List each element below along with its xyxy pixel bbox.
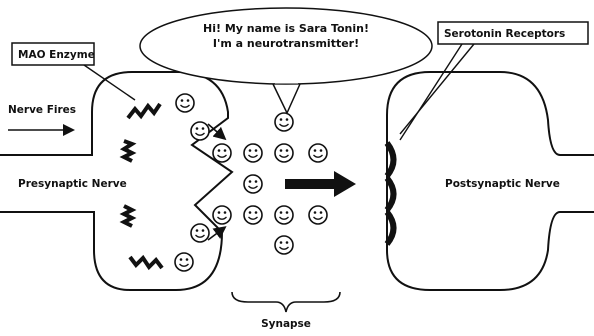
release-arrow-bottom <box>207 226 227 241</box>
neurotransmitter <box>274 235 294 255</box>
neurotransmitter <box>190 223 210 243</box>
neurotransmitter <box>190 121 210 141</box>
neurotransmitter <box>174 252 194 272</box>
mao-enzyme-group <box>119 102 164 271</box>
speech-bubble <box>139 7 433 115</box>
mao-enzyme-callout <box>11 42 136 101</box>
neurotransmitter <box>212 143 232 163</box>
nerve-fires-label: Nerve Fires <box>8 104 76 116</box>
neurotransmitter <box>274 112 294 132</box>
serotonin-receptors-label: Serotonin Receptors <box>444 28 565 40</box>
mao-enzyme-label: MAO Enzyme <box>18 49 95 61</box>
neurotransmitter <box>212 205 232 225</box>
neurotransmitter <box>308 143 328 163</box>
neurotransmitter <box>243 174 263 194</box>
serotonin-receptors-callout <box>399 21 589 141</box>
mao-enzyme-2 <box>119 139 137 163</box>
mao-enzyme-1 <box>126 102 162 120</box>
speech-line-1: Hi! My name is Sara Tonin! <box>203 22 369 35</box>
speech-line-2: I'm a neurotransmitter! <box>213 37 359 50</box>
mao-enzyme-4 <box>128 254 164 271</box>
neurotransmitter <box>175 93 195 113</box>
presynaptic-nerve-membrane <box>0 71 234 291</box>
postsynaptic-nerve-label: Postsynaptic Nerve <box>445 178 560 190</box>
neurotransmitter <box>274 143 294 163</box>
transmission-arrow <box>285 171 356 197</box>
postsynaptic-nerve-membrane <box>386 71 594 291</box>
synapse-label: Synapse <box>261 318 311 330</box>
receptor-3 <box>384 210 397 246</box>
serotonin-receptor-group <box>384 141 397 246</box>
neurotransmitter <box>243 143 263 163</box>
mao-enzyme-3 <box>119 204 137 228</box>
neurotransmitter <box>308 205 328 225</box>
receptor-2 <box>384 176 397 212</box>
synapse-bracket <box>231 291 341 313</box>
neurotransmitter <box>274 205 294 225</box>
release-arrow-top <box>207 123 227 141</box>
neurotransmitter <box>243 205 263 225</box>
receptor-1 <box>384 141 397 178</box>
presynaptic-nerve-label: Presynaptic Nerve <box>18 178 127 190</box>
